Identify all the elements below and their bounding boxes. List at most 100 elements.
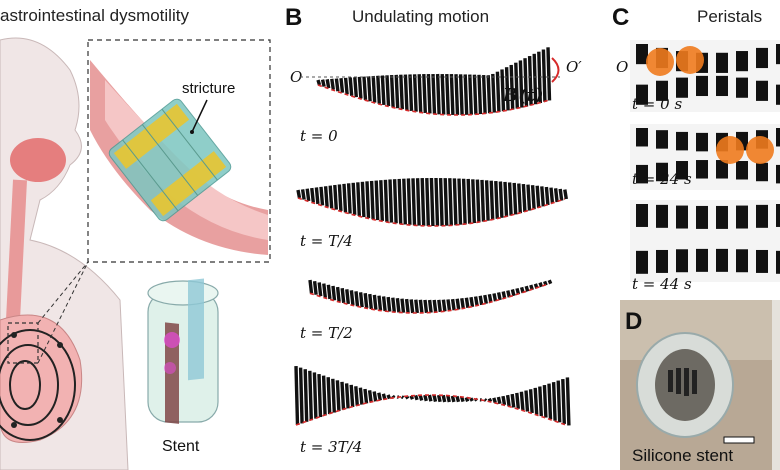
strip-segment (512, 182, 518, 215)
strip-segment (409, 299, 415, 314)
photo-label-2: t = 44 s (632, 275, 692, 293)
strip-segment (445, 73, 450, 115)
strip-segment (538, 386, 543, 417)
strip-segment (483, 398, 488, 402)
frame-label-2: t = T/2 (300, 324, 353, 342)
strip-segment (450, 395, 456, 403)
strip-segment (322, 283, 327, 298)
strip-segment (524, 285, 530, 292)
axis-origin-o: O (290, 68, 303, 86)
strip-segment (517, 183, 522, 214)
strip-segment (337, 184, 343, 212)
frame-label-3: t = 3T/4 (300, 438, 363, 456)
strip-segment (475, 179, 481, 223)
frame-label-0: t = 0 (300, 127, 338, 145)
strip-segment (537, 51, 542, 104)
strip-segment (487, 293, 493, 303)
strip-segment (532, 53, 538, 105)
strip-segment (394, 74, 400, 109)
strip-segment (314, 187, 320, 205)
stricture-pointer (191, 99, 208, 133)
zoom-line-2 (37, 261, 89, 364)
strip-segment (305, 188, 311, 202)
strip-segment (429, 177, 435, 227)
strip-segment (372, 391, 378, 402)
panel-b-letter: B (285, 4, 303, 31)
strip-segment (423, 394, 428, 402)
strip-segment (300, 189, 306, 200)
cargo-blob (646, 48, 674, 76)
panel-d-caption: Silicone stent (632, 446, 734, 465)
strip-segment (316, 79, 322, 86)
strip-segment (473, 296, 479, 307)
cargo-blob (676, 46, 704, 74)
strip-segment (383, 179, 389, 222)
stent-3d-drawing (147, 278, 219, 424)
strip-segment (340, 288, 346, 303)
strip-segment (344, 383, 350, 409)
strip-segment (440, 73, 446, 115)
photo-stripe (736, 161, 748, 180)
strip-segment (362, 76, 368, 101)
strip-segment (452, 178, 458, 226)
strip-segment (558, 188, 564, 201)
strip-segment (328, 185, 334, 209)
photo-stripe (636, 44, 648, 65)
peristalsis-photo-2 (630, 200, 780, 282)
strip-segment (461, 178, 467, 225)
strip-segment (519, 391, 525, 411)
strip-segment (346, 183, 352, 214)
strip-segment (432, 394, 438, 402)
strip-segment (477, 74, 483, 115)
panel-c-axis-origin: O (616, 58, 629, 76)
strip-segment (565, 377, 571, 426)
motility-loop-core (9, 360, 41, 410)
scale-bar (723, 436, 755, 444)
strip-segment (386, 394, 392, 400)
strip-segment (389, 74, 395, 108)
strip-segment (437, 299, 442, 313)
photo-stripe (776, 164, 780, 184)
strip-segment (349, 384, 355, 408)
photo-stripe (696, 75, 708, 97)
strip-segment (317, 282, 323, 297)
strip-segment (538, 282, 544, 288)
strip-segment (402, 178, 407, 225)
strip-segment (418, 394, 424, 401)
strip-segment (392, 179, 398, 224)
strip-segment (374, 180, 380, 221)
strip-segment (388, 179, 394, 223)
strip-segment (455, 298, 461, 310)
strip-segment (466, 178, 472, 224)
strip-segment (464, 297, 470, 309)
photo-stripe (716, 160, 728, 179)
photo-stripe (716, 248, 728, 272)
panel-b-header: Undulating motion (352, 7, 490, 26)
strip-segment (468, 74, 473, 115)
strip-segment (540, 186, 545, 207)
strip-segment (463, 74, 469, 115)
strip-segment (386, 296, 392, 312)
strip-segment (431, 73, 437, 114)
strip-segment (369, 180, 375, 220)
cargo-blob (716, 136, 744, 164)
strip-segment (358, 292, 364, 308)
strip-segment (523, 58, 529, 107)
strip-segment (358, 387, 364, 405)
strip-segment (521, 183, 527, 212)
strip-segment (510, 393, 516, 408)
strip-segment (472, 74, 478, 115)
strip-segment (481, 74, 487, 114)
photo-stripe (756, 249, 768, 273)
strip-segment (486, 75, 492, 114)
strip-segment (556, 380, 562, 423)
strip-segment (379, 180, 384, 222)
esophagus (5, 179, 27, 341)
strip-segment (494, 180, 499, 219)
strip-segment (351, 182, 357, 215)
strip-segment (326, 377, 332, 415)
strip-segment (483, 294, 488, 304)
photo-stripe (696, 248, 708, 272)
strip-segment (510, 289, 516, 297)
